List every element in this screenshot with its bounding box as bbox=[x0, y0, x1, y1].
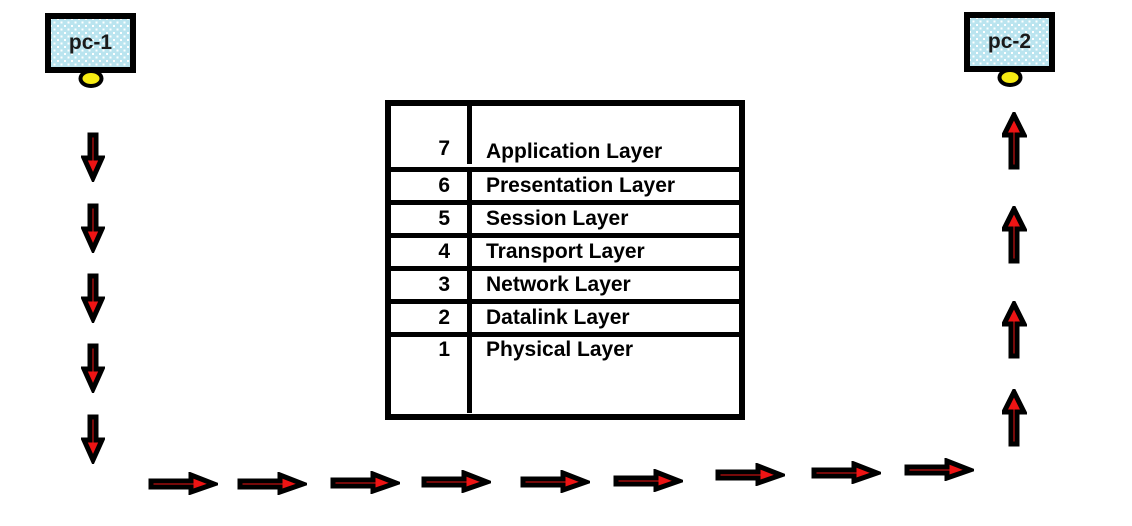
layer-name-cell: Datalink Layer bbox=[486, 306, 630, 329]
table-row: 3 Network Layer bbox=[391, 271, 739, 304]
right-arrow-icon bbox=[147, 471, 222, 496]
layer-number-cell: 5 bbox=[391, 205, 472, 233]
right-arrow-icon bbox=[420, 469, 495, 494]
right-arrow-icon bbox=[810, 460, 885, 485]
right-arrow-icon bbox=[236, 471, 311, 496]
layer-name-cell: Application Layer bbox=[486, 140, 663, 163]
layer-number-cell: 1 bbox=[391, 337, 472, 413]
down-arrow-icon bbox=[80, 203, 106, 256]
layer-name-cell: Physical Layer bbox=[486, 338, 634, 361]
monitor-button-icon bbox=[78, 69, 103, 88]
down-arrow-icon bbox=[80, 414, 106, 467]
layer-number-cell: 4 bbox=[391, 238, 472, 266]
layer-number-cell: 3 bbox=[391, 271, 472, 299]
table-row: 2 Datalink Layer bbox=[391, 304, 739, 337]
layer-number-cell: 7 bbox=[391, 106, 472, 164]
up-arrow-icon bbox=[999, 203, 1029, 264]
right-arrow-icon bbox=[714, 462, 789, 487]
layer-name-cell: Transport Layer bbox=[486, 240, 645, 263]
right-arrow-icon bbox=[329, 470, 404, 495]
layer-number-cell: 2 bbox=[391, 304, 472, 332]
computer-monitor-icon: pc-1 bbox=[45, 13, 136, 73]
table-row: 1 Physical Layer bbox=[391, 337, 739, 414]
right-arrow-icon bbox=[519, 469, 594, 494]
up-arrow-icon bbox=[999, 109, 1029, 170]
table-row: 4 Transport Layer bbox=[391, 238, 739, 271]
table-row: 6 Presentation Layer bbox=[391, 172, 739, 205]
layer-name-cell: Presentation Layer bbox=[486, 174, 676, 197]
pc-2-label: pc-2 bbox=[987, 30, 1032, 53]
pc-1-label: pc-1 bbox=[68, 31, 113, 54]
computer-monitor-icon: pc-2 bbox=[964, 12, 1055, 72]
layer-number-cell: 6 bbox=[391, 172, 472, 200]
down-arrow-icon bbox=[80, 132, 106, 185]
up-arrow-icon bbox=[999, 298, 1029, 359]
monitor-button-icon bbox=[997, 68, 1022, 87]
layer-name-cell: Session Layer bbox=[486, 207, 629, 230]
table-row: 5 Session Layer bbox=[391, 205, 739, 238]
down-arrow-icon bbox=[80, 343, 106, 396]
down-arrow-icon bbox=[80, 273, 106, 326]
pc-2-node: pc-2 bbox=[964, 12, 1055, 87]
right-arrow-icon bbox=[903, 457, 978, 482]
up-arrow-icon bbox=[999, 386, 1029, 447]
pc-1-node: pc-1 bbox=[45, 13, 136, 88]
right-arrow-icon bbox=[612, 468, 687, 493]
layer-name-cell: Network Layer bbox=[486, 273, 631, 296]
